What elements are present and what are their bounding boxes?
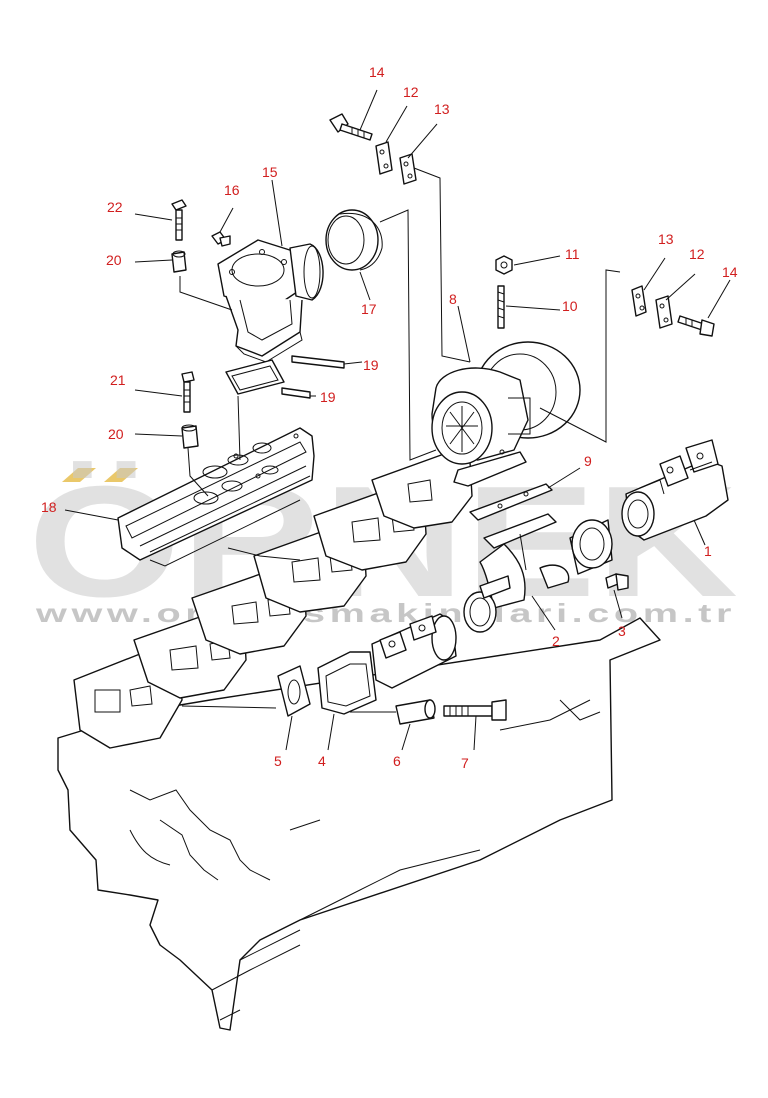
callout-10: 10 — [562, 298, 578, 314]
cylinder-heads — [73, 453, 473, 749]
callout-19-upper: 19 — [363, 357, 379, 373]
callouts: 14 12 13 22 16 15 20 17 11 8 10 13 12 14… — [41, 64, 738, 771]
part-11-nut — [495, 255, 513, 275]
callout-7: 7 — [461, 755, 469, 771]
part-5-gasket — [277, 665, 311, 717]
part-10-stud — [497, 285, 505, 329]
parts-12-13-14-right — [631, 285, 715, 337]
watermark-accent-right — [104, 468, 138, 482]
part-7-bolt — [443, 699, 507, 721]
watermark-url: www.ornekismakinalari.com.tr — [34, 598, 736, 628]
callout-1: 1 — [704, 543, 712, 559]
callout-21: 21 — [110, 372, 126, 388]
callout-20-top: 20 — [106, 252, 122, 268]
part-9-gasket — [469, 483, 553, 521]
callout-20-lower: 20 — [108, 426, 124, 442]
leader-lines — [64, 89, 731, 751]
part-2-exhaust-pipe — [463, 513, 570, 633]
part-17-ring-clamp — [325, 209, 383, 271]
callout-6: 6 — [393, 753, 401, 769]
watermark-accent-left — [62, 468, 96, 482]
callout-9: 9 — [584, 453, 592, 469]
callout-17: 17 — [361, 301, 377, 317]
callout-12-top: 12 — [403, 84, 419, 100]
part-3-plug — [605, 573, 629, 591]
part-1-manifold-upper — [569, 439, 729, 575]
callout-11: 11 — [565, 246, 580, 262]
callout-19-lower: 19 — [320, 389, 336, 405]
callout-5: 5 — [274, 753, 282, 769]
part-8-turbocharger — [431, 341, 581, 487]
callout-14-top: 14 — [369, 64, 385, 80]
callout-22: 22 — [107, 199, 123, 215]
parts-16-20-21-22 — [171, 199, 231, 449]
part-18-cover-plate — [117, 427, 315, 567]
callout-13-top: 13 — [434, 101, 450, 117]
callout-18: 18 — [41, 499, 57, 515]
callout-8: 8 — [449, 291, 457, 307]
engine-block — [57, 617, 661, 1031]
callout-4: 4 — [318, 753, 326, 769]
callout-3: 3 — [618, 623, 626, 639]
part-6-spacer — [395, 699, 436, 725]
part-15-elbow-adapter — [217, 239, 324, 363]
callout-12-right: 12 — [689, 246, 705, 262]
callout-13-right: 13 — [658, 231, 674, 247]
parts-12-13-14-upper — [329, 113, 417, 185]
part-4-manifold-lower — [317, 613, 457, 715]
callout-15: 15 — [262, 164, 278, 180]
callout-2: 2 — [552, 633, 560, 649]
callout-16: 16 — [224, 182, 240, 198]
callout-14-right: 14 — [722, 264, 738, 280]
part-19-gasket — [225, 355, 345, 399]
